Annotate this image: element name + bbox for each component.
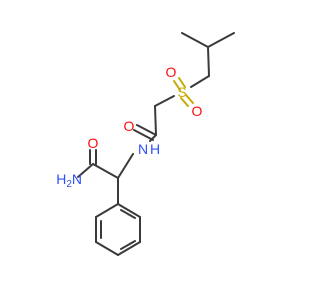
bond-ring-inner-1 xyxy=(120,209,136,219)
bond-s-o-left-2 xyxy=(178,77,186,88)
bond-ring-inner-2 xyxy=(120,240,136,250)
amide-hydrogen-label: H xyxy=(150,141,160,157)
molecule-drawing: S O O O N H O H2N xyxy=(56,32,235,256)
sulfonyl-oxygen-right-label: O xyxy=(192,103,203,119)
bond-amide-carbonyl-1 xyxy=(136,124,157,136)
bond-isobutyl-ch2 xyxy=(207,46,210,77)
primary-amine-label: H2N xyxy=(56,171,82,190)
bond-s-o-right-2 xyxy=(185,94,194,104)
atom-label-group: S O O O N H O H2N xyxy=(56,64,202,190)
bond-sulfur-ch2 xyxy=(154,95,175,107)
bond-group xyxy=(77,32,235,256)
bond-ring-1 xyxy=(117,203,141,218)
bond-methyl-a xyxy=(181,32,209,48)
bond-ch2-sulfur xyxy=(190,75,210,88)
primary-carbonyl-oxygen-label: O xyxy=(88,135,99,151)
bond-nitrogen-alpha-c xyxy=(117,153,134,179)
bond-ring-6 xyxy=(95,203,119,218)
bond-carbonyl-amine xyxy=(77,163,94,178)
amide-nitrogen-label: N xyxy=(138,141,148,157)
amine-subscript: 2 xyxy=(66,179,72,190)
amine-h2n-prefix: H xyxy=(56,171,66,187)
amine-nitrogen-letter: N xyxy=(72,171,82,187)
bond-ring-4 xyxy=(95,241,119,256)
bond-methyl-b xyxy=(207,32,235,48)
bond-s-o-left-1 xyxy=(173,80,181,91)
bond-carbonyl-nitrogen xyxy=(149,134,157,142)
chemical-structure-figure: S O O O N H O H2N xyxy=(56,32,235,256)
sulfonyl-oxygen-left-label: O xyxy=(166,64,177,80)
bond-ring-3 xyxy=(117,241,141,256)
bond-amide-carbonyl-2 xyxy=(133,129,154,141)
bond-s-o-right-1 xyxy=(180,97,189,107)
bond-ch2-ch2 xyxy=(154,105,157,136)
sulfur-atom-label: S xyxy=(177,84,186,100)
amide-carbonyl-oxygen-label: O xyxy=(124,118,135,134)
bond-alpha-c-carbonyl xyxy=(92,163,119,179)
